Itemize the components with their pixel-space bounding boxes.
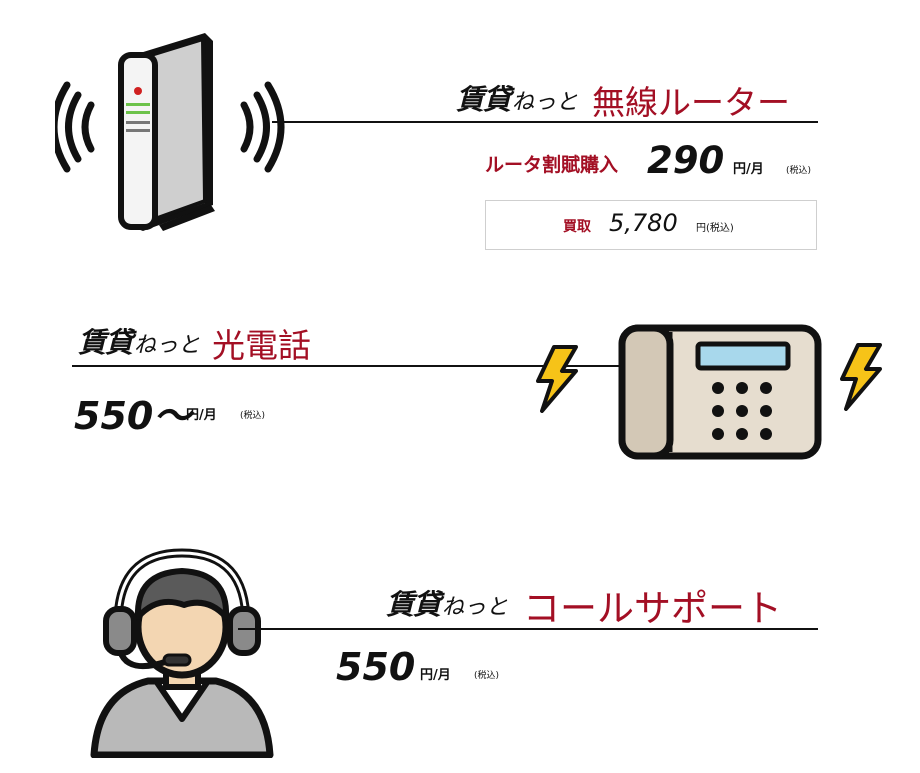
router-divider — [272, 121, 818, 123]
support-tax-note: (税込) — [474, 671, 500, 681]
purchase-label: 買取 — [563, 219, 591, 235]
support-price: 550 — [336, 645, 416, 689]
router-icon — [55, 33, 285, 231]
purchase-box: 買取 5,780 円(税込) — [485, 200, 817, 250]
wifi-signal-icon — [55, 81, 95, 173]
installment-unit: 円/月 — [733, 162, 764, 177]
headset-operator-icon — [90, 548, 274, 758]
phone-tax-note: (税込) — [240, 411, 266, 421]
installment-tax-note: (税込) — [786, 166, 812, 176]
brand-logo-support: 賃貸ねっと — [386, 588, 509, 621]
brand-logo-phone: 賃貸ねっと — [78, 326, 201, 359]
phone-unit: 円/月 — [186, 408, 217, 423]
lightning-icon — [840, 343, 882, 411]
installment-price: 290 — [647, 139, 725, 182]
brand-logo-router: 賃貸ねっと — [456, 83, 579, 116]
router-title: 無線ルーター — [592, 83, 790, 122]
purchase-price: 5,780 — [609, 209, 678, 237]
support-divider — [238, 628, 818, 630]
phone-price: 550〜 — [74, 394, 192, 438]
phone-title: 光電話 — [212, 326, 311, 365]
telephone-icon — [618, 324, 822, 460]
support-title: コールサポート — [523, 587, 782, 630]
lightning-icon — [536, 345, 578, 413]
support-unit: 円/月 — [420, 668, 451, 683]
purchase-unit: 円(税込) — [696, 223, 734, 234]
phone-divider — [72, 365, 628, 367]
installment-label: ルータ割賦購入 — [485, 154, 619, 176]
